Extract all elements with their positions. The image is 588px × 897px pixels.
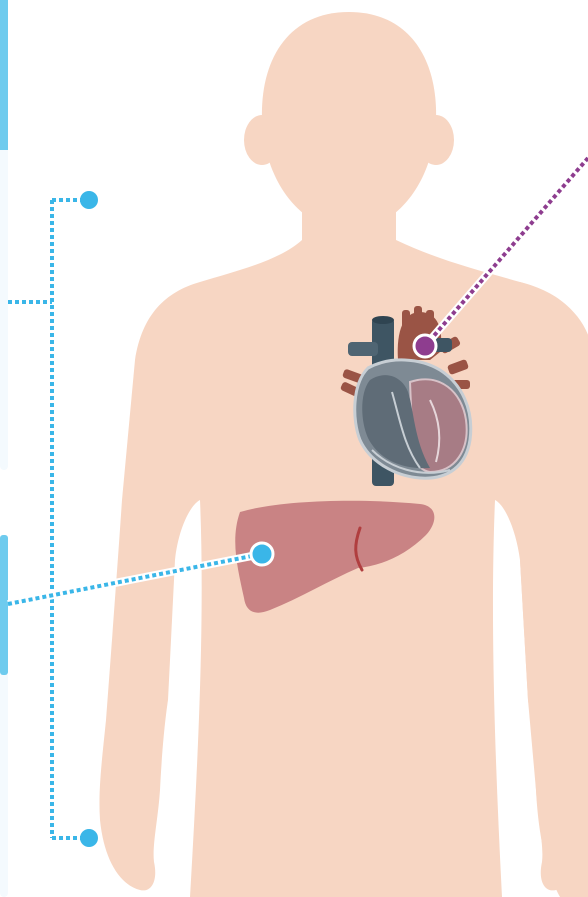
heart-callout-dot [414,335,436,357]
blue-bracket-connector [8,200,88,838]
human-silhouette [99,12,588,897]
left-panel-top [0,0,8,470]
liver-callout-dot [251,543,273,565]
left-panel-bottom [0,535,8,897]
callout-dot-bottom [80,829,98,847]
callout-dot-top [80,191,98,209]
